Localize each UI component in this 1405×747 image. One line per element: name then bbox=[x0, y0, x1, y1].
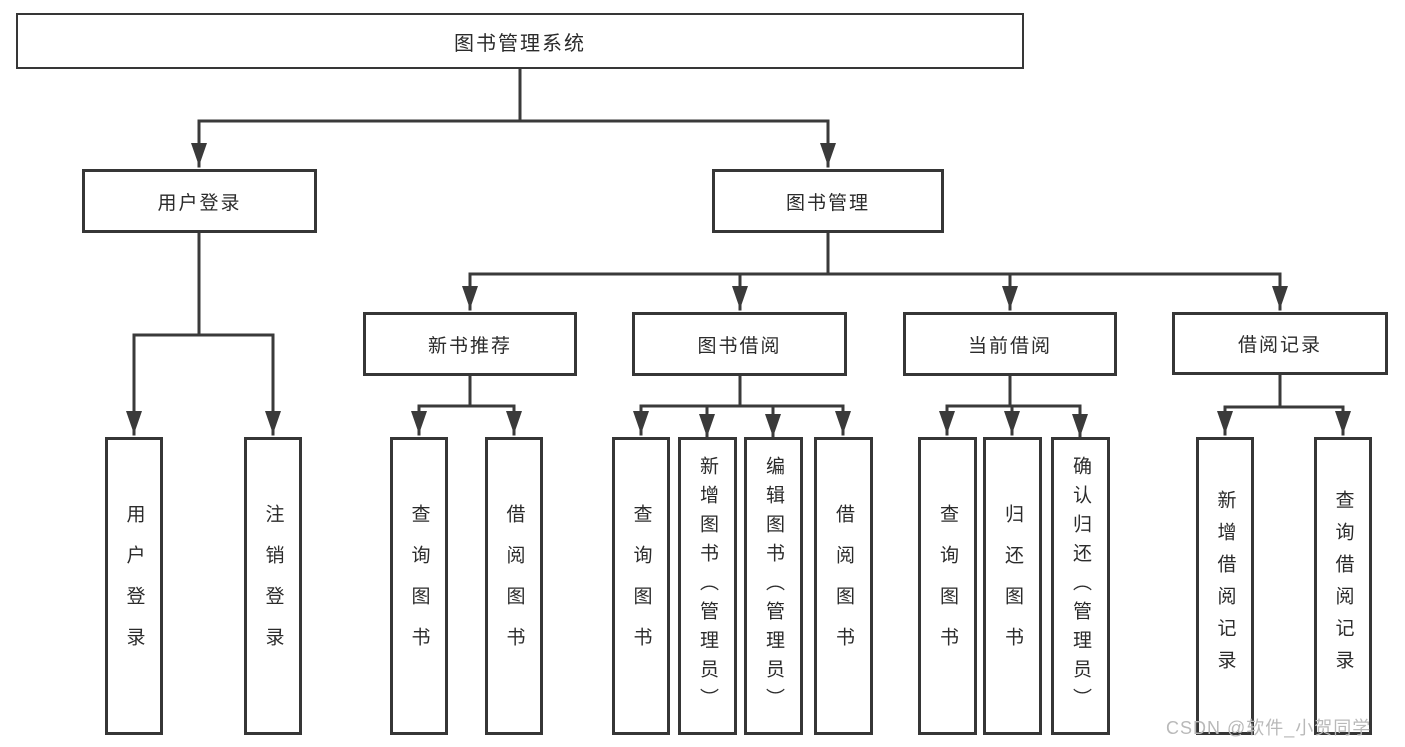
node-library-management-system: 图书管理系统 bbox=[16, 13, 1024, 69]
node-nbr-borrow-books: 借阅图书 bbox=[485, 437, 543, 735]
node-new-book-recommendation-label: 新书推荐 bbox=[427, 335, 512, 357]
connector-root-to-level2 bbox=[191, 67, 836, 168]
node-user-login-label: 用户登录 bbox=[157, 192, 242, 214]
node-book-borrowing: 图书借阅 bbox=[632, 312, 847, 376]
node-borrowing-records: 借阅记录 bbox=[1172, 312, 1388, 375]
node-user-login-leaf-label: 用户登录 bbox=[123, 504, 145, 668]
node-br-add-record: 新增借阅记录 bbox=[1196, 437, 1254, 735]
node-br-query-record-label: 查询借阅记录 bbox=[1332, 490, 1354, 682]
node-current-borrowing-label: 当前借阅 bbox=[967, 335, 1052, 357]
node-logout: 注销登录 bbox=[244, 437, 302, 735]
node-bb-query-books: 查询图书 bbox=[612, 437, 670, 735]
node-bb-edit-books-admin: 编辑图书（管理员） bbox=[744, 437, 803, 735]
node-user-login-leaf: 用户登录 bbox=[105, 437, 163, 735]
node-nbr-borrow-books-label: 借阅图书 bbox=[503, 504, 525, 668]
node-bb-borrow-books: 借阅图书 bbox=[814, 437, 873, 735]
node-bb-add-books-admin: 新增图书（管理员） bbox=[678, 437, 737, 735]
node-cb-query-books: 查询图书 bbox=[918, 437, 977, 735]
connector-new-book-rec-to-children bbox=[411, 374, 522, 436]
node-book-borrowing-label: 图书借阅 bbox=[697, 335, 782, 357]
node-cb-return-books-label: 归还图书 bbox=[1002, 504, 1023, 668]
node-bb-query-books-label: 查询图书 bbox=[630, 504, 652, 668]
node-bb-borrow-books-label: 借阅图书 bbox=[833, 504, 854, 668]
node-library-management-system-label: 图书管理系统 bbox=[454, 32, 586, 55]
node-book-management: 图书管理 bbox=[712, 169, 944, 233]
node-current-borrowing: 当前借阅 bbox=[903, 312, 1117, 376]
node-cb-confirm-return-admin: 确认归还（管理员） bbox=[1051, 437, 1110, 735]
node-cb-query-books-label: 查询图书 bbox=[937, 504, 958, 668]
node-nbr-query-books: 查询图书 bbox=[390, 437, 448, 735]
node-bb-edit-books-admin-label: 编辑图书（管理员） bbox=[763, 455, 784, 717]
connector-borrow-records-to-children bbox=[1217, 373, 1351, 436]
csdn-watermark: CSDN @软件_小贺同学 bbox=[1166, 718, 1372, 738]
node-br-add-record-label: 新增借阅记录 bbox=[1214, 490, 1236, 682]
node-cb-return-books: 归还图书 bbox=[983, 437, 1042, 735]
node-nbr-query-books-label: 查询图书 bbox=[408, 504, 430, 668]
node-borrowing-records-label: 借阅记录 bbox=[1237, 335, 1322, 356]
node-bb-add-books-admin-label: 新增图书（管理员） bbox=[697, 455, 718, 717]
connector-user-login-to-children bbox=[126, 231, 281, 436]
node-cb-confirm-return-admin-label: 确认归还（管理员） bbox=[1070, 455, 1091, 717]
node-book-management-label: 图书管理 bbox=[785, 192, 870, 214]
node-logout-label: 注销登录 bbox=[262, 504, 284, 668]
node-user-login: 用户登录 bbox=[82, 169, 317, 233]
connector-current-borrow-to-children bbox=[939, 374, 1088, 439]
connector-book-borrow-to-children bbox=[633, 374, 851, 439]
node-br-query-record: 查询借阅记录 bbox=[1314, 437, 1372, 735]
connector-book-mgmt-to-level3 bbox=[462, 231, 1288, 311]
node-new-book-recommendation: 新书推荐 bbox=[363, 312, 577, 376]
